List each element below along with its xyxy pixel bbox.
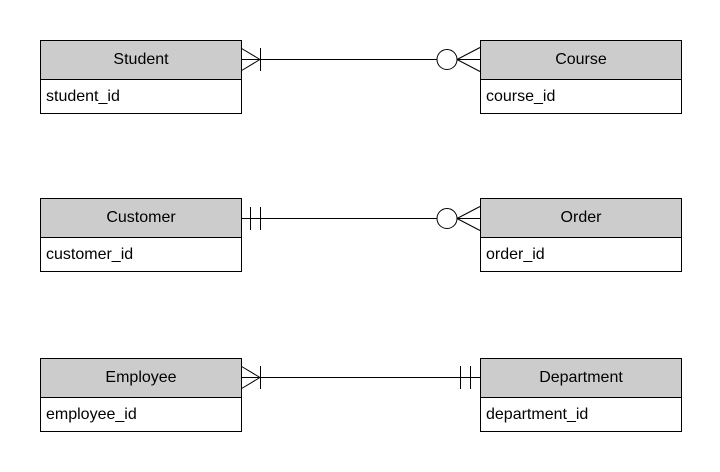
entity-course-attribute: course_id — [481, 80, 681, 113]
entity-department[interactable]: Department department_id — [480, 358, 682, 432]
zero-circle — [436, 208, 458, 229]
crow-foot-prong — [456, 59, 481, 72]
cardinality-one-or-many-icon — [239, 365, 261, 390]
entity-order[interactable]: Order order_id — [480, 198, 682, 272]
entity-student-attribute: student_id — [41, 80, 241, 113]
cardinality-one-and-only-one-icon — [250, 207, 261, 230]
entity-order-attribute: order_id — [481, 238, 681, 271]
entity-customer[interactable]: Customer customer_id — [40, 198, 242, 272]
crow-foot-prong — [456, 218, 481, 231]
crow-foot-prong — [456, 47, 481, 60]
entity-employee-title: Employee — [41, 359, 241, 398]
zero-circle — [436, 49, 458, 70]
crow-foot-prong — [456, 206, 481, 219]
cardinality-one-and-only-one-icon — [460, 366, 471, 389]
cardinality-zero-or-many-icon — [436, 206, 481, 231]
crow-foot-prong — [239, 47, 261, 60]
crow-foot-prong — [239, 377, 261, 390]
entity-employee[interactable]: Employee employee_id — [40, 358, 242, 432]
entity-department-attribute: department_id — [481, 398, 681, 431]
entity-order-title: Order — [481, 199, 681, 238]
crow-foot-prong — [239, 365, 261, 378]
entity-student[interactable]: Student student_id — [40, 40, 242, 114]
cardinality-zero-or-many-icon — [436, 47, 481, 72]
entity-customer-attribute: customer_id — [41, 238, 241, 271]
entity-department-title: Department — [481, 359, 681, 398]
entity-course[interactable]: Course course_id — [480, 40, 682, 114]
entity-course-title: Course — [481, 41, 681, 80]
crow-foot-prong — [239, 59, 261, 72]
connector-employee-department[interactable] — [239, 365, 480, 390]
entity-student-title: Student — [41, 41, 241, 80]
connector-student-course[interactable] — [239, 47, 481, 72]
connector-customer-order[interactable] — [240, 206, 481, 231]
entity-employee-attribute: employee_id — [41, 398, 241, 431]
cardinality-one-or-many-icon — [239, 47, 261, 72]
entity-customer-title: Customer — [41, 199, 241, 238]
